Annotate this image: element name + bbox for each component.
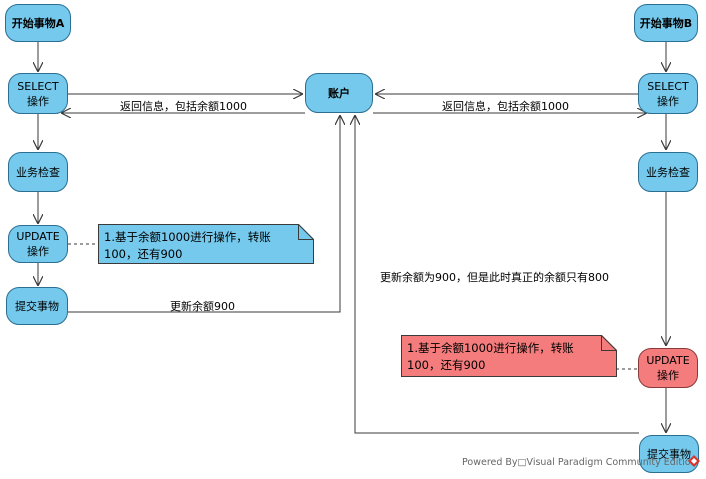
- node-commit-b[interactable]: 提交事物: [639, 435, 699, 473]
- note-b-fold-icon: [401, 335, 617, 377]
- node-update-a[interactable]: UPDATE 操作: [8, 225, 68, 263]
- edge-label-note-right: 更新余额为900，但是此时真正的余额只有800: [380, 271, 609, 284]
- node-update-b-line1: UPDATE: [646, 354, 690, 367]
- node-update-a-line1: UPDATE: [16, 230, 60, 243]
- node-commit-a-label: 提交事物: [15, 299, 59, 313]
- node-select-b[interactable]: SELECT 操作: [638, 73, 698, 114]
- node-check-a-label: 业务检查: [16, 165, 60, 179]
- node-account[interactable]: 账户: [305, 73, 373, 113]
- note-a[interactable]: 1.基于余额1000进行操作，转账 100，还有900: [98, 224, 314, 264]
- node-start-a[interactable]: 开始事物A: [5, 4, 71, 42]
- node-check-b-label: 业务检查: [646, 165, 690, 179]
- note-b[interactable]: 1.基于余额1000进行操作，转账 100，还有900: [401, 335, 617, 377]
- node-select-b-line2: 操作: [657, 94, 679, 108]
- note-a-line1: 1.基于余额1000进行操作，转账: [104, 230, 271, 244]
- edge-label-update-balance: 更新余额900: [170, 300, 235, 313]
- node-start-b-label: 开始事物B: [639, 16, 693, 30]
- node-commit-b-label: 提交事物: [647, 447, 691, 461]
- node-select-a-line2: 操作: [27, 94, 49, 108]
- node-start-b[interactable]: 开始事物B: [634, 4, 698, 42]
- note-b-line2: 100，还有900: [407, 358, 486, 372]
- node-account-label: 账户: [328, 86, 350, 100]
- node-select-a[interactable]: SELECT 操作: [8, 73, 68, 114]
- node-check-b[interactable]: 业务检查: [638, 152, 698, 192]
- node-update-b[interactable]: UPDATE 操作: [638, 348, 698, 388]
- note-b-line1: 1.基于余额1000进行操作，转账: [407, 341, 574, 355]
- note-a-fold-icon: [98, 224, 314, 264]
- edge-label-return-a: 返回信息，包括余额1000: [120, 100, 247, 113]
- node-select-a-line1: SELECT: [17, 79, 59, 93]
- note-a-line2: 100，还有900: [104, 247, 183, 261]
- node-start-a-label: 开始事物A: [11, 16, 65, 30]
- node-select-b-line1: SELECT: [647, 79, 689, 93]
- node-commit-a[interactable]: 提交事物: [6, 287, 68, 325]
- node-update-b-line2: 操作: [657, 369, 679, 382]
- visual-paradigm-logo-icon: [688, 455, 700, 467]
- footer-credit: Powered By□Visual Paradigm Community Edi…: [462, 457, 697, 468]
- edge-commit-b-to-account: [355, 115, 639, 434]
- edge-label-return-b: 返回信息，包括余额1000: [442, 100, 569, 113]
- edge-commit-a-to-account: [68, 115, 340, 313]
- node-update-a-line2: 操作: [27, 245, 49, 258]
- node-check-a[interactable]: 业务检查: [8, 152, 68, 192]
